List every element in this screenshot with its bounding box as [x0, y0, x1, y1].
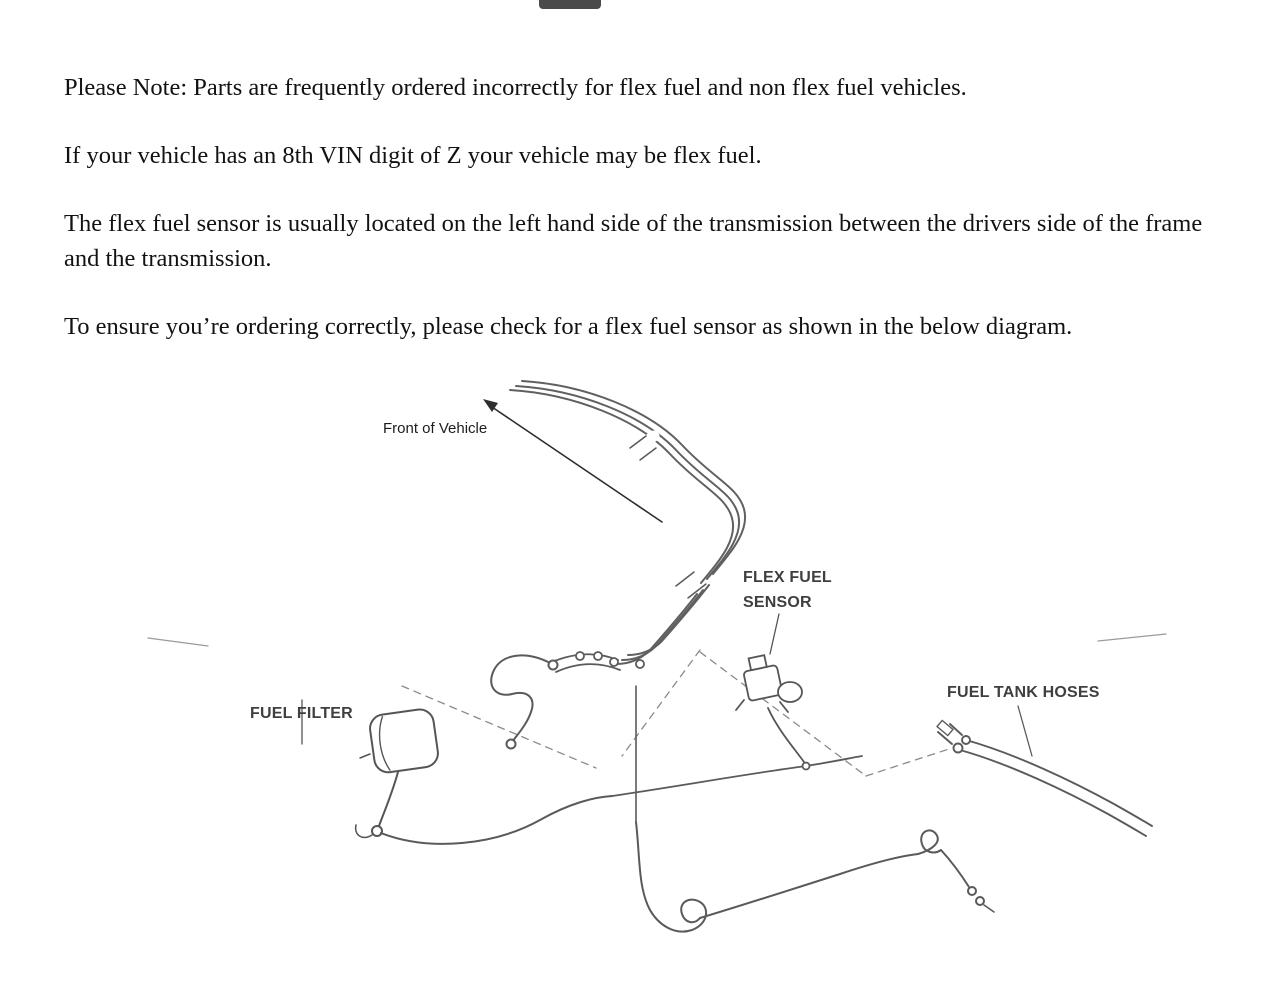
note-paragraph-1: Please Note: Parts are frequently ordere…: [64, 74, 967, 101]
fuel-filter-label: FUEL FILTER: [250, 705, 353, 722]
note-paragraph-3: The flex fuel sensor is usually located …: [64, 210, 1203, 272]
notes-section: Please Note: Parts are frequently ordere…: [64, 70, 1222, 377]
flex-fuel-sensor-label-line2: SENSOR: [743, 594, 812, 611]
frame-edge-lines: [147, 633, 1167, 647]
line-break-marks: [622, 430, 714, 599]
bottom-pigtail-hose: [635, 821, 995, 933]
flex-fuel-sensor-shape: [735, 613, 805, 763]
flex-fuel-sensor-leader: [769, 613, 780, 655]
fuel-tank-hoses-leader: [1017, 705, 1033, 757]
fuel-tank-hoses-lines: [936, 705, 1153, 837]
lower-left-hose: [380, 795, 613, 845]
front-of-vehicle-arrow: [483, 399, 663, 523]
quick-connect-fittings: [551, 651, 645, 673]
cropped-header-artifact: [539, 0, 601, 9]
front-of-vehicle-label: Front of Vehicle: [383, 420, 488, 437]
note-paragraph-2: If your vehicle has an 8th VIN digit of …: [64, 142, 762, 169]
note-paragraph-4: To ensure you’re ordering correctly, ple…: [64, 313, 1073, 340]
main-fuel-line-bundle: [509, 380, 747, 665]
fuel-filter-shape: [301, 699, 439, 839]
fuel-tank-hoses-label: FUEL TANK HOSES: [947, 684, 1100, 701]
flex-fuel-sensor-label-line1: FLEX FUEL: [743, 569, 832, 586]
dashed-frame-lines: [401, 649, 953, 777]
left-s-hose: [490, 654, 559, 750]
mid-fuel-hose: [611, 755, 863, 797]
